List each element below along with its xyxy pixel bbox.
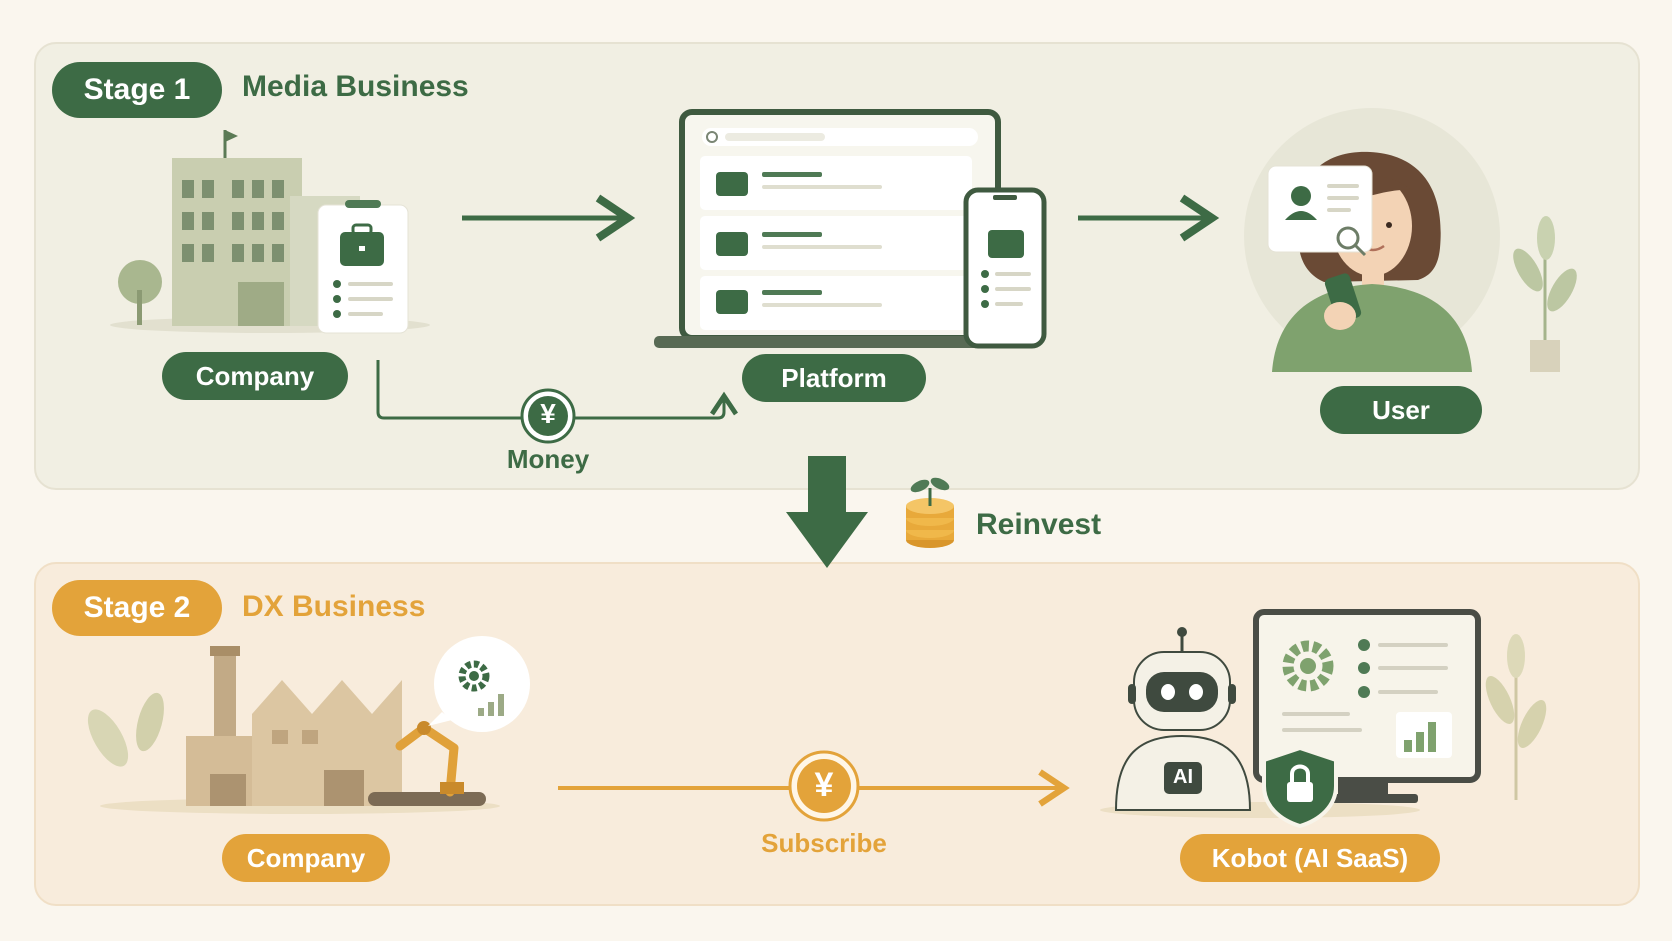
user-label: User [1320, 386, 1482, 434]
reinvest-label: Reinvest [976, 508, 1102, 541]
job-card-icon [317, 200, 409, 334]
subscribe-label: Subscribe [761, 828, 887, 858]
money-yen-symbol: ¥ [540, 398, 556, 429]
robot-icon [1100, 627, 1420, 818]
platform-label: Platform [742, 354, 926, 402]
company-label: Company [222, 834, 390, 882]
yen-coin-icon [788, 750, 860, 822]
plant-icon [1485, 634, 1547, 800]
money-label: Money [506, 444, 590, 474]
stage2-badge: Stage 2 [52, 580, 222, 636]
robot-arm-icon [368, 721, 486, 806]
coin-sprout-icon [906, 477, 954, 548]
plant-icon [1513, 216, 1577, 372]
shield-lock-icon [1262, 745, 1338, 829]
profile-search-icon [1267, 165, 1373, 257]
stage2-title: DX Business [242, 590, 426, 623]
company-label: Company [162, 352, 348, 400]
yen-coin-icon [520, 388, 576, 444]
factory-icon [87, 646, 500, 814]
gear-chart-bubble-icon [428, 636, 530, 732]
down-arrow-icon [786, 456, 868, 568]
phone-icon [963, 187, 1047, 349]
ai-badge: AI [1173, 766, 1193, 788]
subscribe-yen-symbol: ¥ [814, 766, 834, 804]
stage1-title: Media Business [242, 70, 469, 103]
laptop-icon [654, 109, 1030, 348]
monitor-dashboard-icon [1253, 609, 1481, 803]
stage1-badge: Stage 1 [52, 62, 222, 118]
product-label: Kobot (AI SaaS) [1180, 834, 1440, 882]
